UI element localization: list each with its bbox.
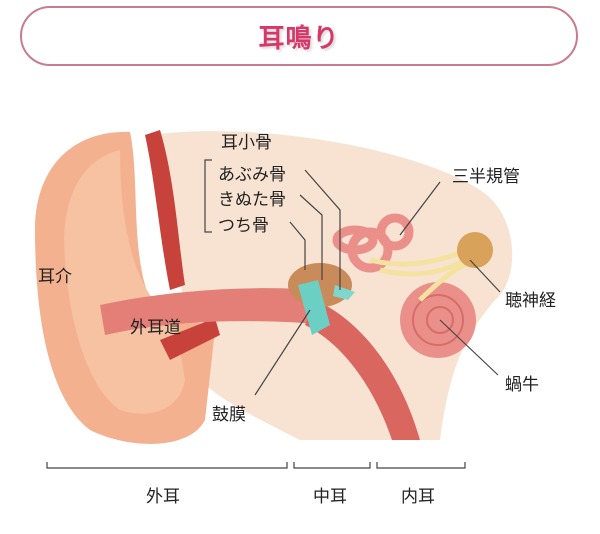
label-stapes: あぶみ骨 (218, 165, 286, 185)
label-eardrum: 鼓膜 (212, 405, 246, 425)
page-title: 耳鳴り (258, 23, 340, 54)
label-malleus: つち骨 (218, 216, 269, 236)
eustachian-tube (305, 300, 420, 440)
label-cochlea: 蝸牛 (505, 375, 539, 395)
ear-canal-shape (100, 288, 330, 335)
semicircular-canals (332, 213, 414, 273)
cartilage-lower (160, 318, 220, 360)
cartilage (145, 130, 185, 290)
label-ossicles: 耳小骨 (221, 133, 272, 153)
section-inner-ear: 内耳 (401, 487, 435, 507)
label-ear-canal: 外耳道 (130, 318, 181, 338)
auricle-inner (64, 150, 185, 414)
leader-lines (204, 159, 501, 396)
label-auditory-nerve: 聴神経 (505, 291, 556, 311)
section-middle-ear: 中耳 (313, 487, 347, 507)
section-outer-ear: 外耳 (146, 487, 180, 507)
stapes-shape (333, 285, 355, 300)
nerve-end (457, 232, 493, 268)
section-brackets (46, 462, 466, 469)
label-auricle: 耳介 (38, 267, 72, 287)
eardrum-shape (298, 280, 330, 335)
title-box: 耳鳴り (20, 6, 578, 66)
label-incus: きぬた骨 (218, 190, 286, 210)
cochlea-shape (400, 282, 476, 358)
label-semicircular-canals: 三半規管 (452, 167, 520, 187)
